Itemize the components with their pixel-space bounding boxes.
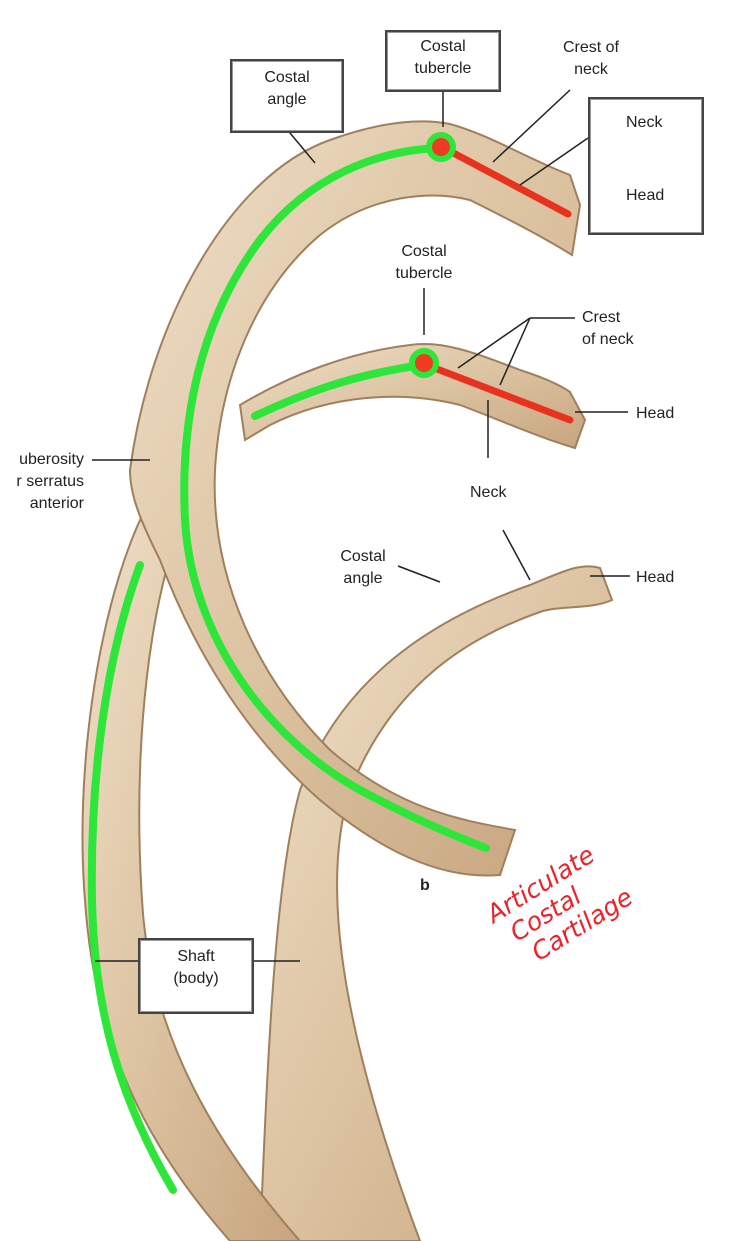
mid-crest-line2: of neck <box>582 331 634 348</box>
leader-lines <box>92 84 630 962</box>
shaft-body-line <box>87 561 177 1194</box>
top-neck-label: Neck <box>626 114 663 131</box>
tuberosity-line2: r serratus <box>16 473 84 490</box>
mid-crest-line1: Crest <box>582 309 621 326</box>
third-rib <box>258 565 614 1241</box>
middle-rib <box>238 343 587 450</box>
top-costal-angle-line1: Costal <box>264 69 310 86</box>
low-costal-angle-label: Costal angle <box>328 546 398 590</box>
shaft-label: Shaft (body) <box>138 938 254 1014</box>
middle-rib-neck-line <box>420 360 574 424</box>
mid-neck-label: Neck <box>470 484 507 501</box>
mid-costal-tubercle-line2: tubercle <box>395 265 453 282</box>
low-costal-angle-line2: angle <box>343 570 383 587</box>
top-costal-tubercle-label: Costal tubercle <box>385 30 501 92</box>
top-rib-body-line <box>180 144 490 852</box>
middle-rib-body-line <box>251 361 426 420</box>
shaft-line2: (body) <box>173 970 219 987</box>
top-rib-neck-line <box>440 144 572 218</box>
mid-costal-tubercle-line1: Costal <box>401 243 447 260</box>
top-costal-tubercle-line1: Costal <box>420 38 466 55</box>
mid-costal-tubercle-label: Costal tubercle <box>385 241 463 285</box>
middle-tubercle-dot <box>409 348 439 378</box>
first-long-rib <box>81 518 302 1241</box>
top-crest-line1: Crest of <box>562 39 619 56</box>
top-costal-angle-label: Costal angle <box>230 59 344 133</box>
low-head-label: Head <box>636 569 675 586</box>
tuberosity-label: uberosity r serratus anterior <box>0 449 84 515</box>
top-crest-of-neck-label: Crest of neck <box>555 37 627 81</box>
top-tubercle-dot <box>426 132 456 162</box>
top-neck-head-box <box>588 97 704 235</box>
top-costal-angle-line2: angle <box>267 91 307 108</box>
panel-letter: b <box>420 877 430 894</box>
low-costal-angle-line1: Costal <box>340 548 386 565</box>
mid-crest-of-neck-label: Crest of neck <box>582 307 634 351</box>
top-crest-line2: neck <box>574 61 608 78</box>
tuberosity-line3: anterior <box>29 495 84 512</box>
top-head-label: Head <box>626 187 665 204</box>
tuberosity-line1: uberosity <box>19 451 84 468</box>
shaft-line1: Shaft <box>177 948 215 965</box>
mid-head-label: Head <box>636 405 675 422</box>
top-costal-tubercle-line2: tubercle <box>414 60 472 77</box>
